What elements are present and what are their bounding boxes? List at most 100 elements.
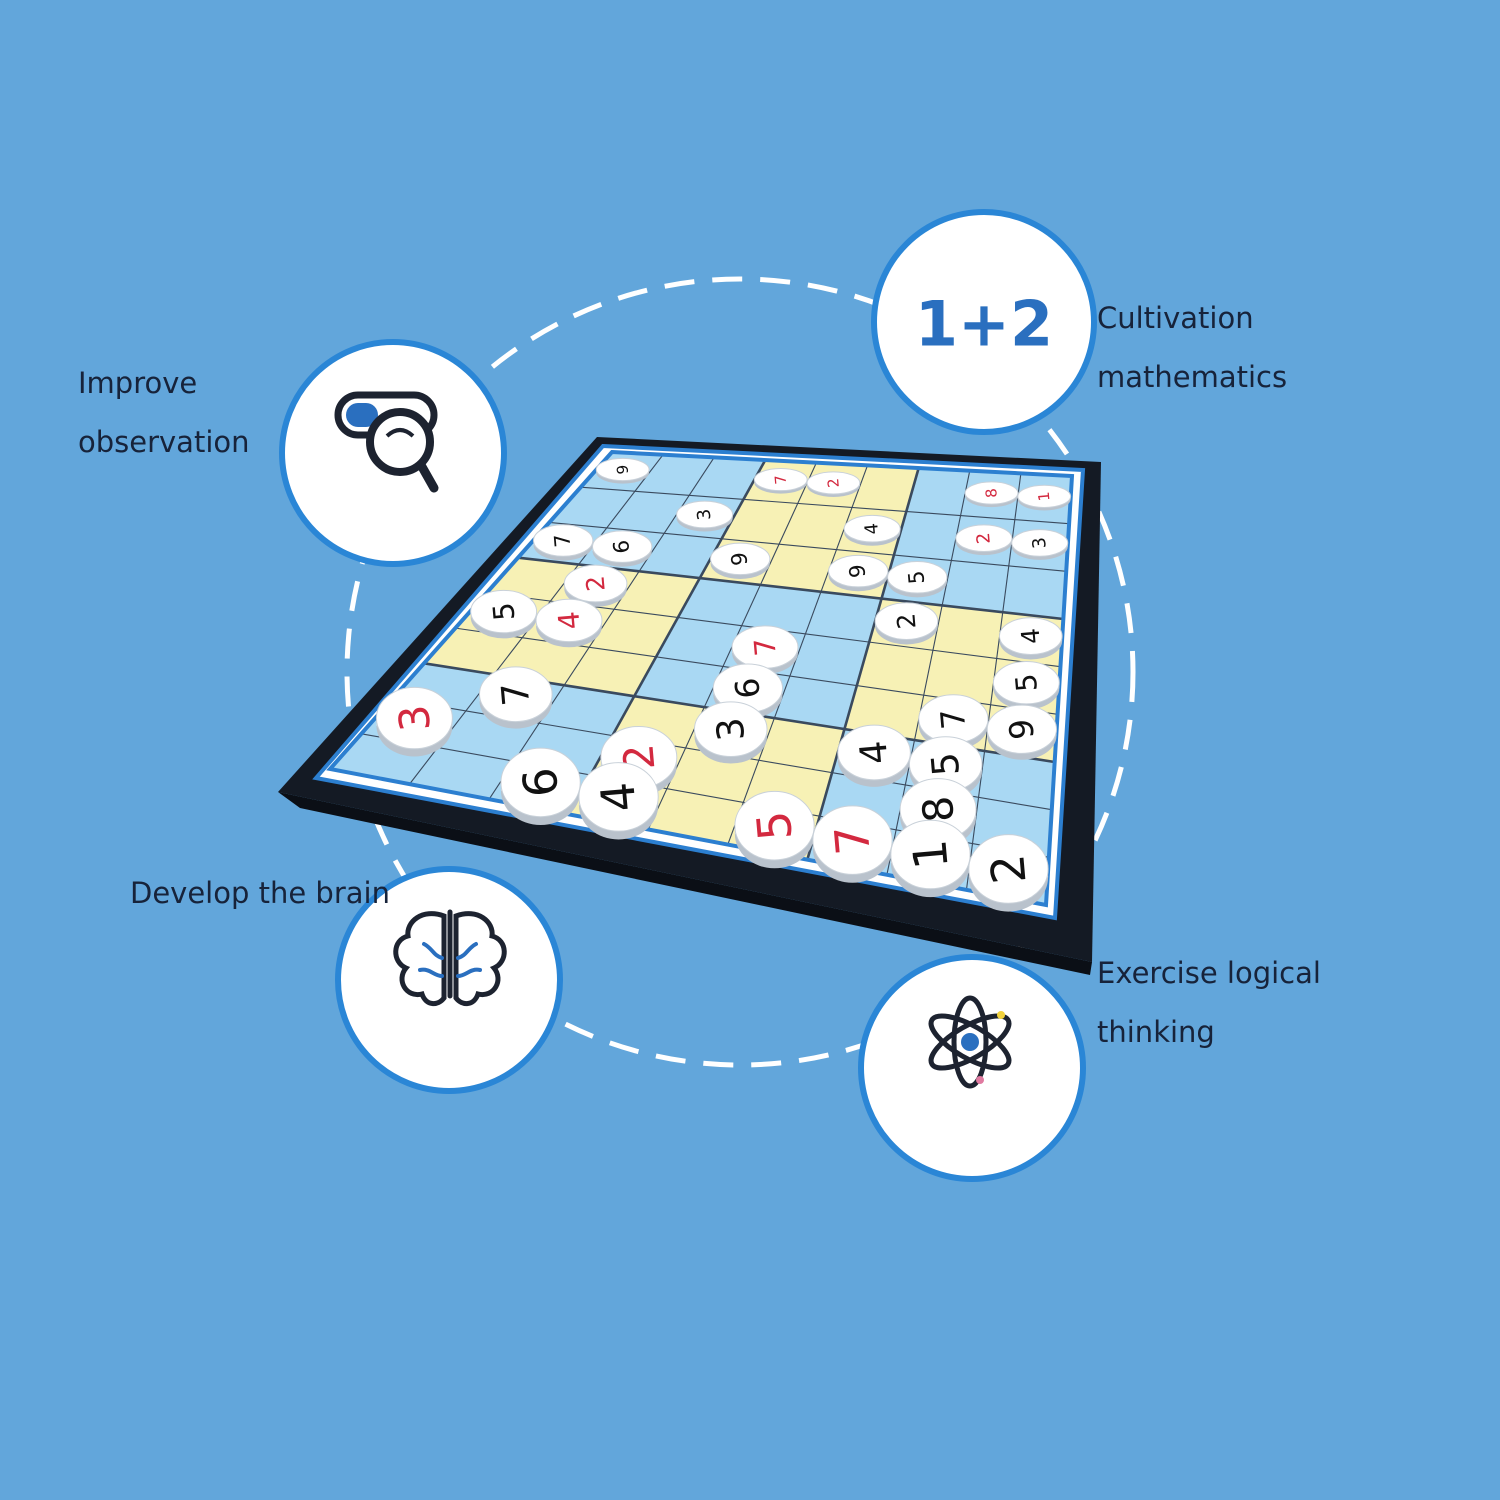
number-tile: 3 <box>1011 529 1069 560</box>
tile-digit: 1 <box>1035 491 1054 502</box>
number-tile: 2 <box>955 524 1013 556</box>
tile-digit: 7 <box>771 474 790 485</box>
tile-digit: 6 <box>609 539 635 555</box>
board-cell <box>893 511 961 561</box>
board-cell <box>774 676 857 730</box>
tile-face <box>595 457 650 482</box>
number-tile: 7 <box>753 467 808 494</box>
board-cell <box>539 685 635 736</box>
tile-digit: 3 <box>389 703 440 734</box>
tile-digit: 4 <box>551 610 586 631</box>
tile-digit: 9 <box>845 563 871 579</box>
tile-face <box>968 834 1049 904</box>
tile-digit: 2 <box>824 477 843 488</box>
tile-digit: 4 <box>861 522 883 535</box>
board-cell <box>639 533 722 579</box>
number-tile: 6 <box>500 747 581 826</box>
tile-digit: 5 <box>486 601 521 622</box>
tile-face <box>828 554 889 588</box>
number-tile: 5 <box>992 660 1060 710</box>
tile-face <box>710 542 771 576</box>
board-cell <box>942 560 1009 613</box>
tile-digit: 1 <box>902 837 958 871</box>
tile-face <box>535 598 603 643</box>
number-tile: 5 <box>908 736 983 799</box>
tile-face <box>955 524 1013 553</box>
number-tile: 4 <box>837 724 911 787</box>
tile-digit: 4 <box>590 780 646 814</box>
board-cell <box>424 628 523 675</box>
number-tile: 8 <box>964 481 1019 508</box>
board-cell <box>741 584 821 634</box>
board-side <box>278 792 1092 975</box>
brain-icon <box>393 909 507 1006</box>
tile-digit: 7 <box>934 707 974 731</box>
tile-digit: 5 <box>746 809 802 843</box>
number-tile: 4 <box>578 762 659 840</box>
grid-line <box>580 486 1070 525</box>
tile-digit: 8 <box>913 794 964 825</box>
tile-face <box>843 514 901 543</box>
tile-digit: 3 <box>708 716 753 743</box>
tile-digit: 2 <box>581 574 611 592</box>
math-badge: 1+2 <box>871 209 1097 435</box>
board-cell <box>760 544 837 592</box>
number-tile: 2 <box>806 471 861 498</box>
tile-face <box>753 467 808 492</box>
grid-line <box>549 521 1067 572</box>
number-tile: 9 <box>710 542 771 579</box>
number-tile: 3 <box>375 686 453 757</box>
tile-face <box>563 564 628 603</box>
tile-face <box>592 530 653 563</box>
tile-face <box>375 686 453 750</box>
number-tile: 7 <box>479 666 553 729</box>
number-tile: 9 <box>828 554 889 592</box>
board-cell <box>932 605 1003 659</box>
board-cell <box>409 747 515 800</box>
board-cell <box>779 503 853 550</box>
tile-digit: 7 <box>747 637 782 658</box>
tile-digit: 2 <box>973 532 995 545</box>
board-inner-border <box>326 449 1075 908</box>
number-tile: 3 <box>693 701 768 764</box>
magnifier-toggle-icon <box>334 391 439 493</box>
tile-face <box>837 724 911 781</box>
board-cell <box>634 454 715 496</box>
number-tile: 4 <box>998 617 1063 660</box>
tile-digit: 6 <box>512 765 568 799</box>
number-tile: 5 <box>470 589 538 639</box>
label-cultivation-mathematics: Cultivation mathematics <box>1097 301 1288 394</box>
number-tile: 7 <box>731 625 799 674</box>
board-cell <box>564 647 657 697</box>
tile-face <box>734 790 815 861</box>
dashed-connector-ring <box>344 276 1136 1068</box>
board-cell <box>648 788 744 845</box>
number-tile: 3 <box>676 500 734 532</box>
number-tile: 5 <box>887 561 948 598</box>
board-cell <box>758 718 845 773</box>
number-tile: 4 <box>843 514 901 546</box>
board-cell <box>549 487 635 528</box>
board-cell <box>1002 565 1067 619</box>
board-cell <box>978 751 1055 810</box>
tile-digit: 5 <box>1009 672 1044 693</box>
tile-digit: 5 <box>904 569 930 585</box>
tile-face <box>887 561 948 594</box>
tile-digit: 5 <box>923 751 968 778</box>
tile-face <box>470 589 538 634</box>
tile-digit: 7 <box>493 681 538 708</box>
tile-face <box>806 471 861 495</box>
tile-digit: 6 <box>728 676 768 700</box>
tile-digit: 4 <box>852 739 897 766</box>
tile-digit: 7 <box>550 533 576 549</box>
tile-face <box>998 617 1063 655</box>
board-cell <box>789 633 870 686</box>
tile-face <box>500 747 581 818</box>
one-plus-two-icon: 1+2 <box>915 288 1053 361</box>
tile-face <box>533 524 594 557</box>
tile-digit: 9 <box>727 551 753 567</box>
tile-digit: 2 <box>980 852 1036 886</box>
brain-badge <box>335 866 563 1094</box>
